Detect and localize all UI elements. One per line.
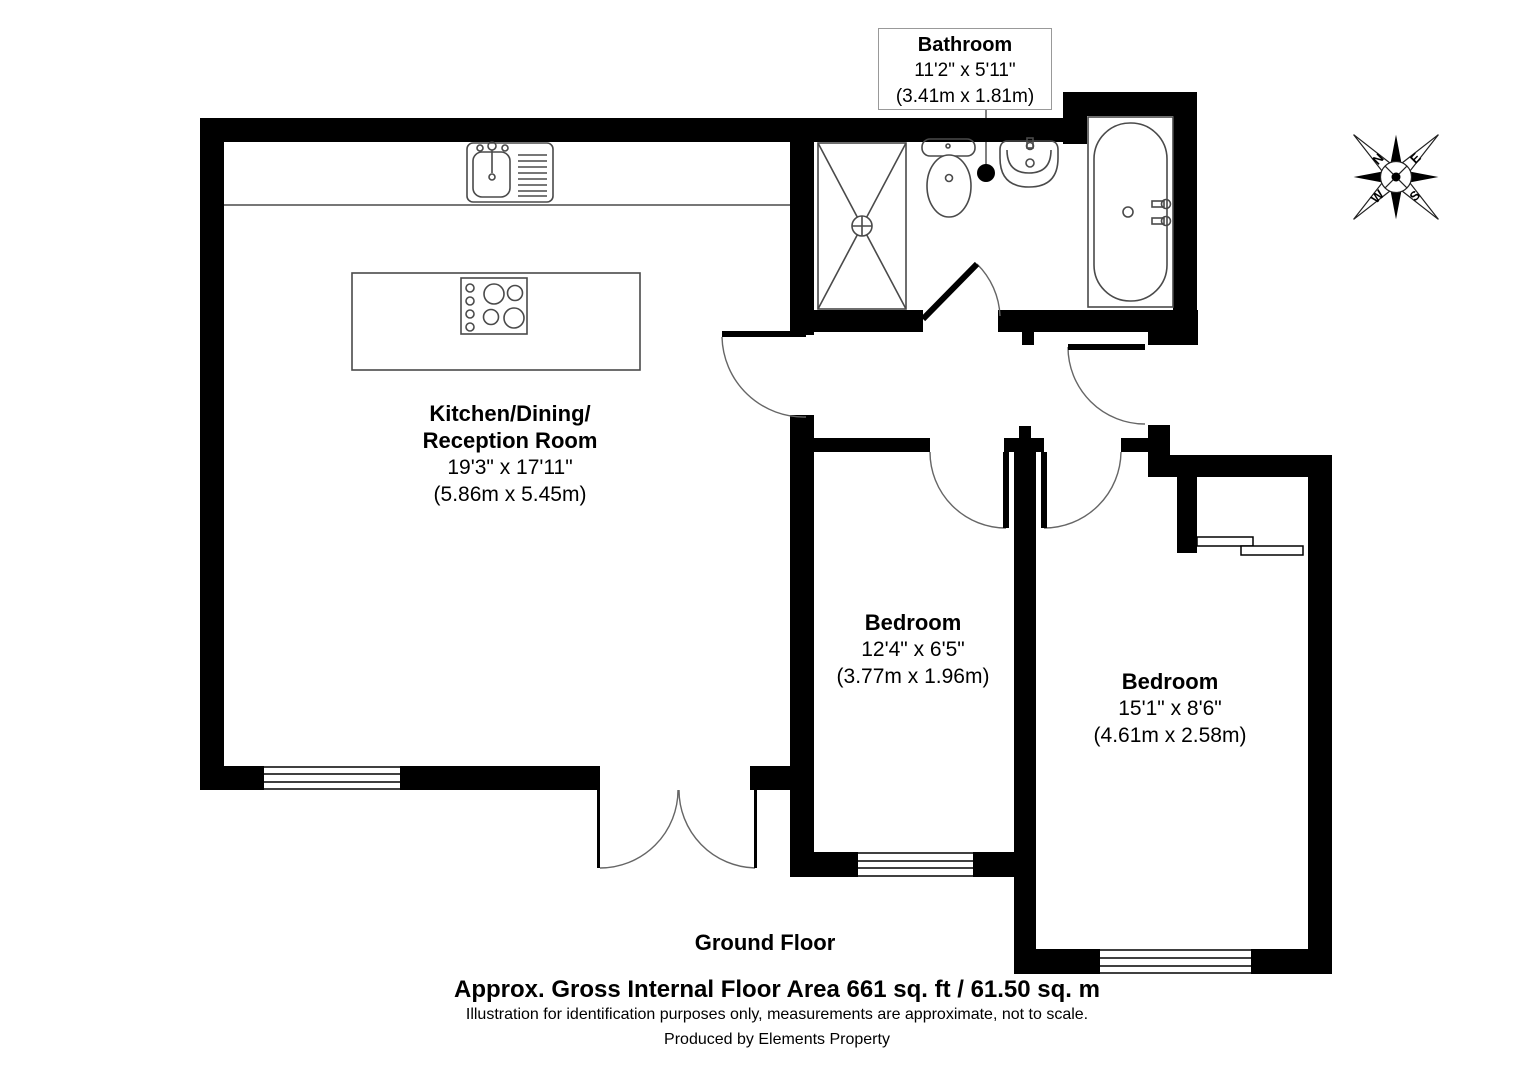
bathroom-name: Bathroom [917, 34, 1013, 56]
bedroom-1-dimensions-imperial: 12'4" x 6'5" [861, 638, 965, 661]
kitchen-door-leaf [722, 331, 806, 337]
bathroom-label: Bathroom 11'2" x 5'11" (3.41m x 1.81m) [878, 28, 1052, 110]
window-kitchen [264, 765, 400, 791]
entry-door-left-leaf [597, 790, 600, 868]
kitchen-sink-icon [466, 141, 554, 203]
bathtub-icon [1087, 116, 1174, 308]
doors [597, 261, 1146, 869]
label-leader-dot [977, 164, 995, 182]
kitchen-door-arc [721, 336, 807, 418]
window-bedroom-2 [1100, 948, 1251, 975]
hall-end-door-arc [1067, 346, 1146, 425]
bedroom-2-name: Bedroom [1121, 669, 1219, 694]
door-leaves [597, 331, 1145, 868]
compass-rose-icon: N E S W [1353, 134, 1439, 220]
bedroom-2-door-arc [1043, 451, 1122, 529]
hall-end-door-leaf [1068, 344, 1145, 350]
bedroom-2-dimensions-metric: (4.61m x 2.58m) [1093, 724, 1247, 747]
bedroom-2-door-leaf [1041, 452, 1047, 528]
kitchen-name-line1: Kitchen/Dining/ [429, 401, 591, 426]
disclaimer-text: Illustration for identification purposes… [465, 1006, 1089, 1023]
sink-drainer-lines [518, 154, 547, 197]
kitchen-dimensions-metric: (5.86m x 5.45m) [433, 483, 587, 506]
bedroom-1-label: Bedroom 12'4" x 6'5" (3.77m x 1.96m) [837, 609, 990, 690]
floor-title: Ground Floor [694, 930, 836, 955]
entry-door-right-arc [678, 789, 756, 869]
bedroom-1-door-leaf [1003, 452, 1009, 528]
bedroom-2-label: Bedroom 15'1" x 8'6" (4.61m x 2.58m) [1094, 668, 1247, 749]
wardrobe-sliding-doors [1196, 536, 1304, 556]
walls [200, 92, 1332, 974]
kitchen-dimensions-imperial: 19'3" x 17'11" [447, 456, 573, 479]
shower-icon [817, 142, 907, 310]
entry-door-left-arc [599, 789, 679, 869]
bedroom-1-dimensions-metric: (3.77m x 1.96m) [836, 665, 990, 688]
basin-icon [999, 137, 1059, 188]
entry-door-right-leaf [754, 790, 757, 868]
producer-credit: Produced by Elements Property [664, 1031, 890, 1048]
window-bedroom-1 [858, 851, 973, 878]
bedroom-1-name: Bedroom [864, 610, 962, 635]
hob-icon [460, 277, 528, 335]
kitchen-label: Kitchen/Dining/ Reception Room 19'3" x 1… [423, 400, 598, 508]
bedroom-1-door-arc [929, 451, 1007, 529]
door-arcs [599, 263, 1146, 869]
floor-area-note: Approx. Gross Internal Floor Area 661 sq… [454, 976, 1100, 1003]
kitchen-island-icon [351, 272, 641, 371]
bathroom-dimensions-metric: (3.41m x 1.81m) [895, 86, 1035, 107]
kitchen-name-line2: Reception Room [422, 428, 598, 453]
bathroom-door-arc [976, 263, 1001, 317]
toilet-icon [921, 138, 976, 218]
fixtures [224, 116, 1174, 371]
bathroom-door-leaf [920, 261, 980, 322]
bathroom-dimensions-imperial: 11'2" x 5'11" [914, 60, 1016, 81]
bedroom-2-dimensions-imperial: 15'1" x 8'6" [1118, 697, 1222, 720]
